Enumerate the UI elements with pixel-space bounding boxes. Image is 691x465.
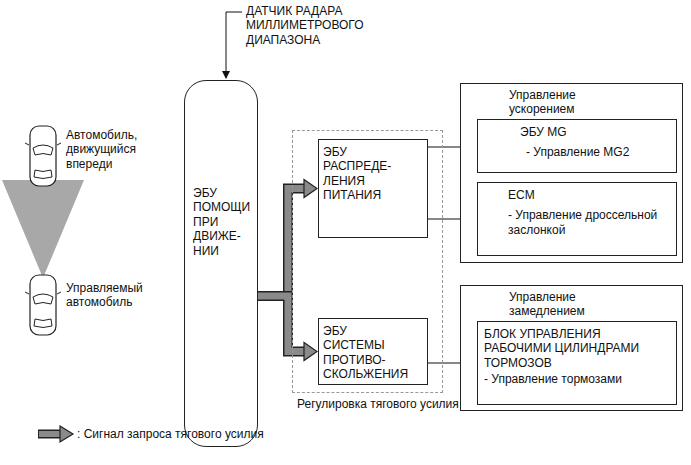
ecu-box: ЭБУ ПОМОЩИ ПРИ ДВИЖЕ- НИИ	[184, 80, 258, 447]
ecu-box: ЭБУ СИСТЕМЫ ПРОТИВО- СКОЛЬЖЕНИЯ	[318, 318, 428, 385]
ecu-box: ECM - Управление дроссельной заслонкой	[477, 182, 677, 256]
car-ahead	[25, 126, 61, 186]
group-box: Регулировка тягового усилияЭБУ РАСПРЕДЕ-…	[292, 130, 443, 393]
node-title: Управление ускорением	[509, 88, 599, 117]
node-title: Управление замедлением	[509, 290, 599, 319]
node-body: - Управление дроссельной заслонкой	[508, 208, 668, 237]
node-title: ЭБУ MG	[520, 125, 676, 139]
node-body: - Управление MG2	[526, 145, 676, 159]
sensor-leader	[226, 12, 242, 78]
control-group-box: Управление ускорениемЭБУ MG - Управление …	[460, 83, 683, 263]
vehicle-label: Автомобиль, движущийся впереди	[66, 128, 148, 171]
ecu-box: ЭБУ РАСПРЕДЕ- ЛЕНИЯ ПИТАНИЯ	[318, 139, 428, 238]
own-car	[25, 275, 61, 335]
legend-text: : Сигнал запроса тягового усилия	[77, 427, 264, 441]
node-title: БЛОК УПРАВЛЕНИЯ РАБОЧИМИ ЦИЛИНДРАМИ ТОРМ…	[484, 327, 670, 370]
sensor-label: ДАТЧИК РАДАРА МИЛЛИМЕТРОВОГО ДИАПАЗОНА	[246, 4, 371, 47]
legend-arrow-sample	[38, 426, 73, 442]
ecu-box: ЭБУ MG - Управление MG2	[477, 119, 677, 173]
control-group-box: Управление замедлениемБЛОК УПРАВЛЕНИЯ РА…	[460, 285, 683, 411]
node-title: ЭБУ СИСТЕМЫ ПРОТИВО- СКОЛЬЖЕНИЯ	[323, 324, 408, 382]
node-title: ЭБУ РАСПРЕДЕ- ЛЕНИЯ ПИТАНИЯ	[323, 145, 391, 203]
node-body: - Управление тормозами	[484, 372, 670, 386]
node-title: ECM	[508, 188, 676, 202]
actuator-box: БЛОК УПРАВЛЕНИЯ РАБОЧИМИ ЦИЛИНДРАМИ ТОРМ…	[477, 321, 677, 405]
node-title: ЭБУ ПОМОЩИ ПРИ ДВИЖЕ- НИИ	[193, 186, 250, 258]
connector	[258, 296, 317, 361]
connector	[258, 180, 317, 297]
node-title: Регулировка тягового усилия	[297, 397, 459, 411]
radar-cone	[2, 180, 84, 278]
vehicle-label: Управляемый автомобиль	[66, 281, 148, 310]
